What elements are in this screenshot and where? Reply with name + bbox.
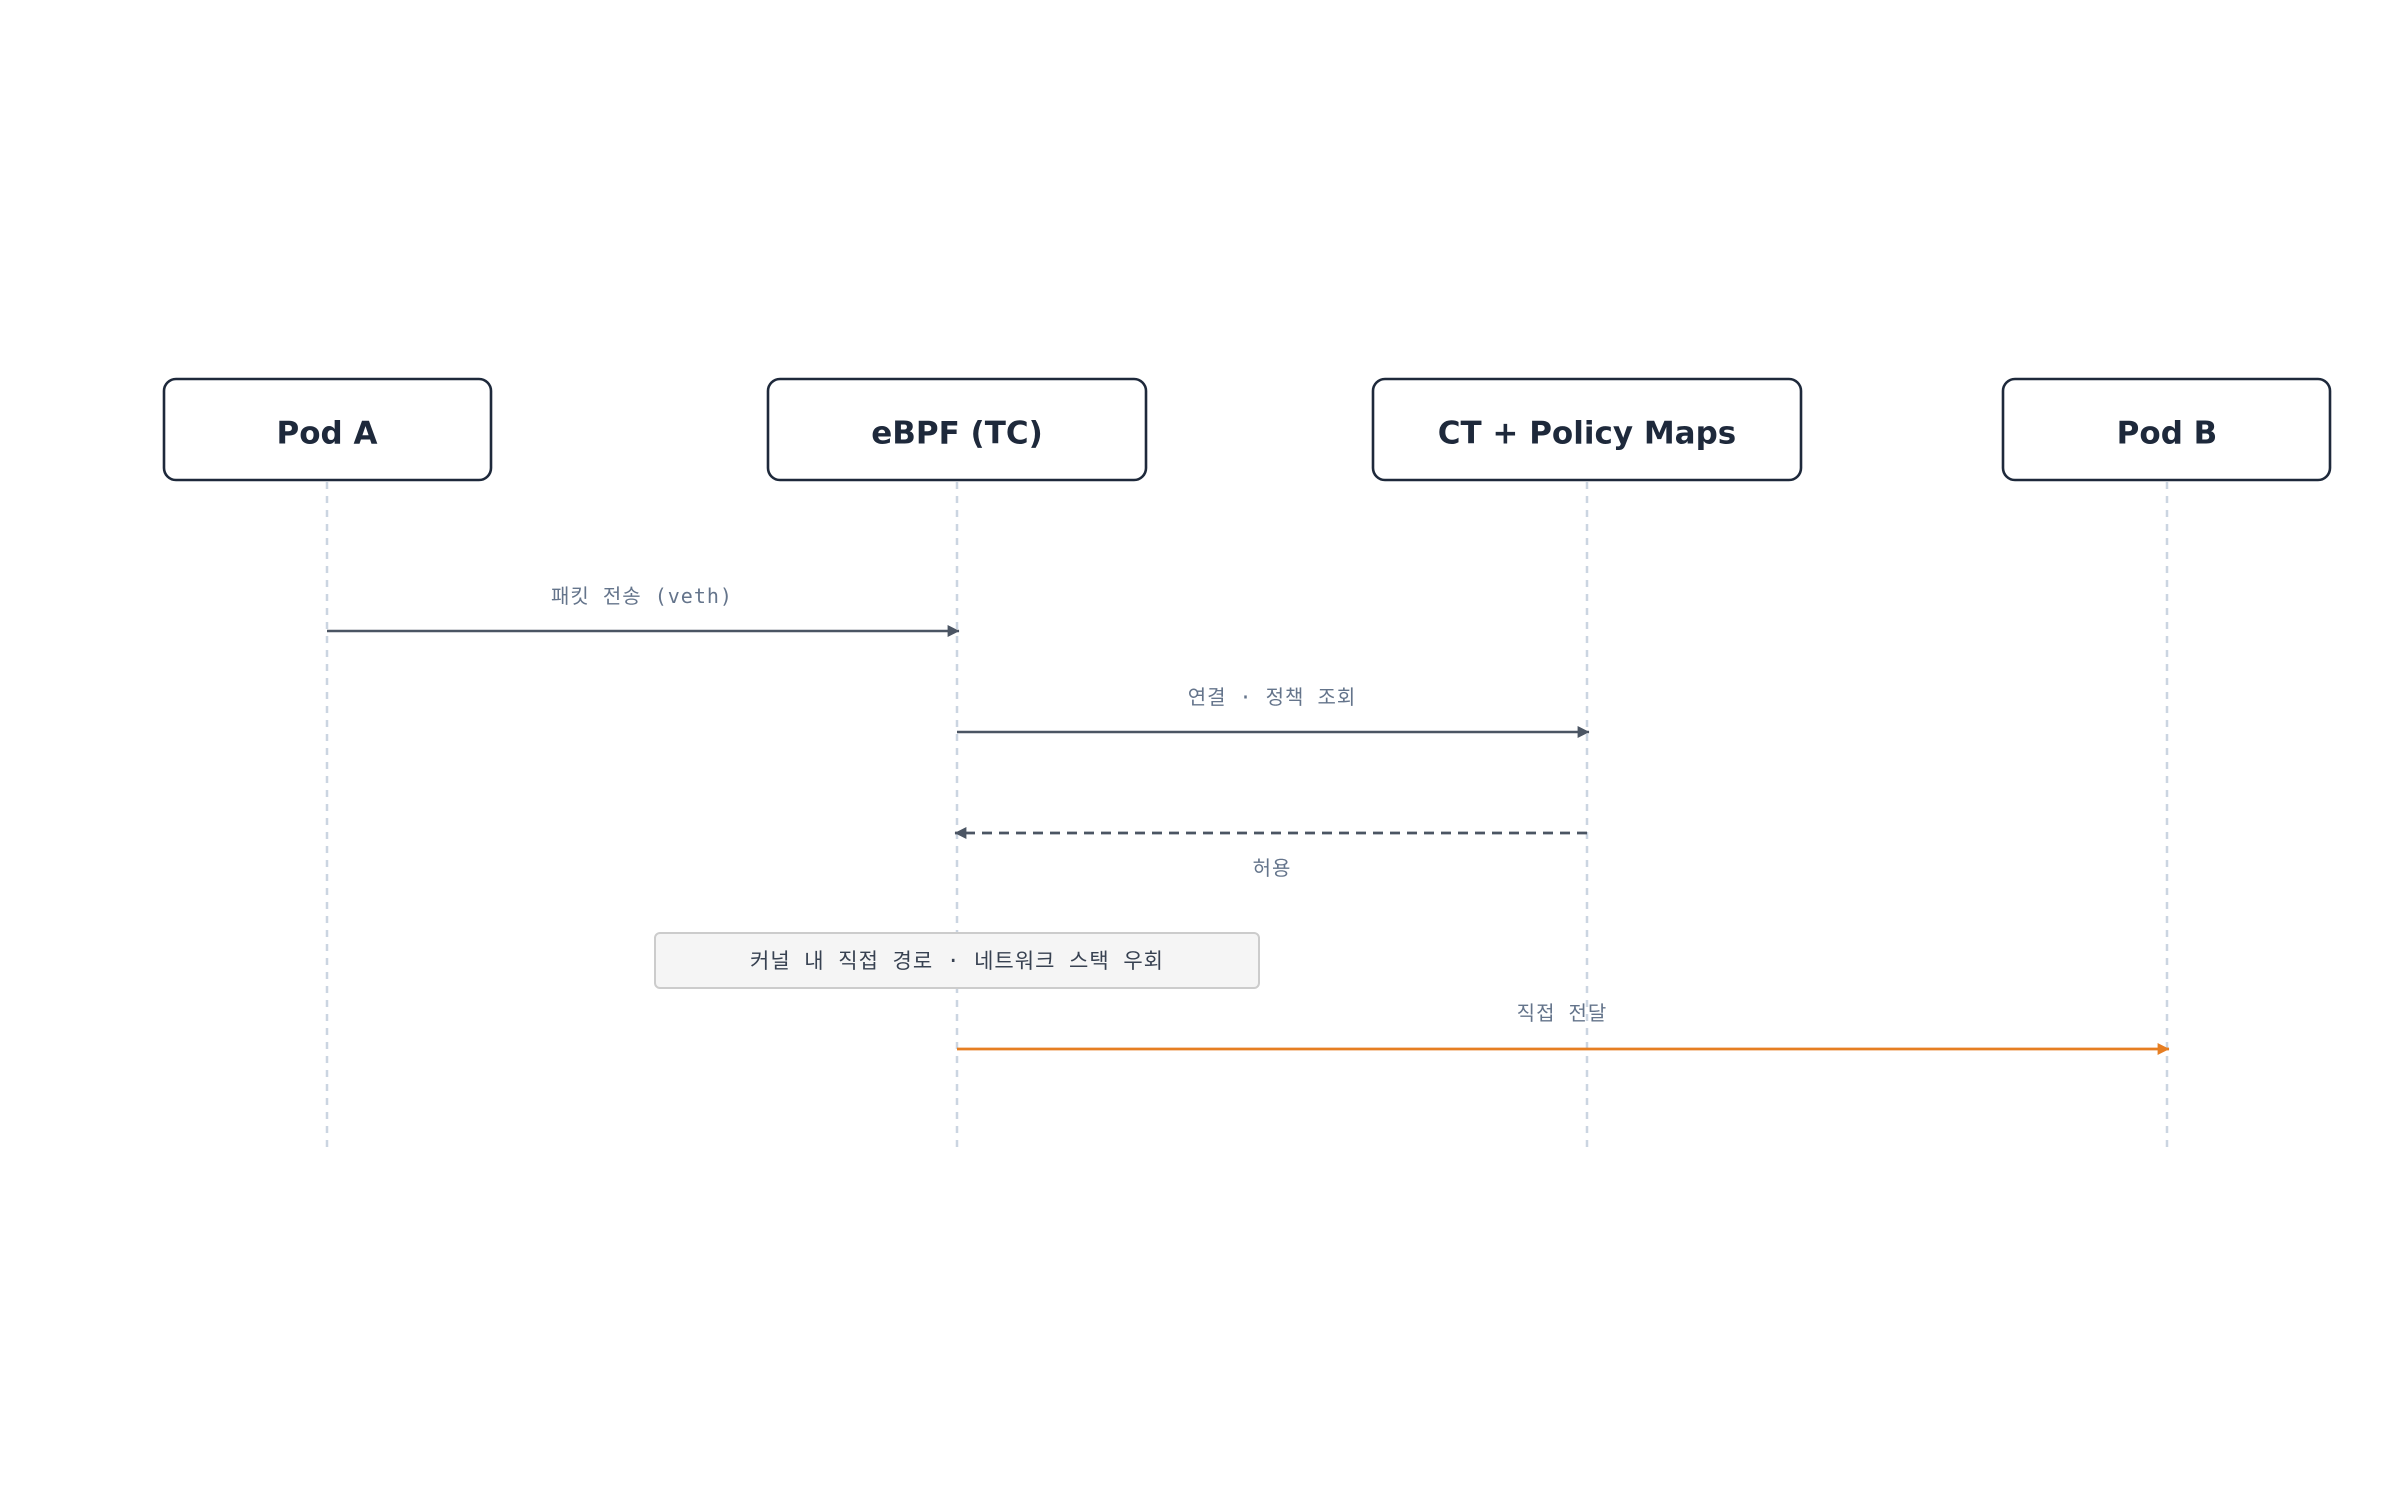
participant-pod-a-label: Pod A bbox=[277, 416, 378, 452]
message-lookup: 연결 · 정책 조회 bbox=[957, 685, 1590, 738]
participant-ebpf: eBPF (TC) bbox=[766, 377, 1148, 482]
message-send-packet-label: 패킷 전송 (veth) bbox=[551, 584, 733, 608]
message-send-packet: 패킷 전송 (veth) bbox=[327, 584, 960, 637]
participant-ebpf-label: eBPF (TC) bbox=[871, 416, 1043, 452]
message-allow-label: 허용 bbox=[1253, 856, 1292, 880]
note-kernel-path: 커널 내 직접 경로 · 네트워크 스택 우회 bbox=[654, 932, 1260, 989]
participant-pod-a: Pod A bbox=[162, 377, 493, 482]
message-lookup-label: 연결 · 정책 조회 bbox=[1188, 685, 1357, 709]
message-direct-forward: 직접 전달 bbox=[957, 1001, 2170, 1055]
participant-pod-b: Pod B bbox=[2001, 377, 2332, 482]
participant-maps-label: CT + Policy Maps bbox=[1438, 416, 1737, 452]
message-direct-forward-label: 직접 전달 bbox=[1517, 1001, 1608, 1025]
participant-maps: CT + Policy Maps bbox=[1371, 377, 1803, 482]
note-kernel-path-text: 커널 내 직접 경로 · 네트워크 스택 우회 bbox=[750, 949, 1164, 973]
message-allow: 허용 bbox=[954, 827, 1587, 880]
participant-pod-b-label: Pod B bbox=[2117, 416, 2218, 452]
